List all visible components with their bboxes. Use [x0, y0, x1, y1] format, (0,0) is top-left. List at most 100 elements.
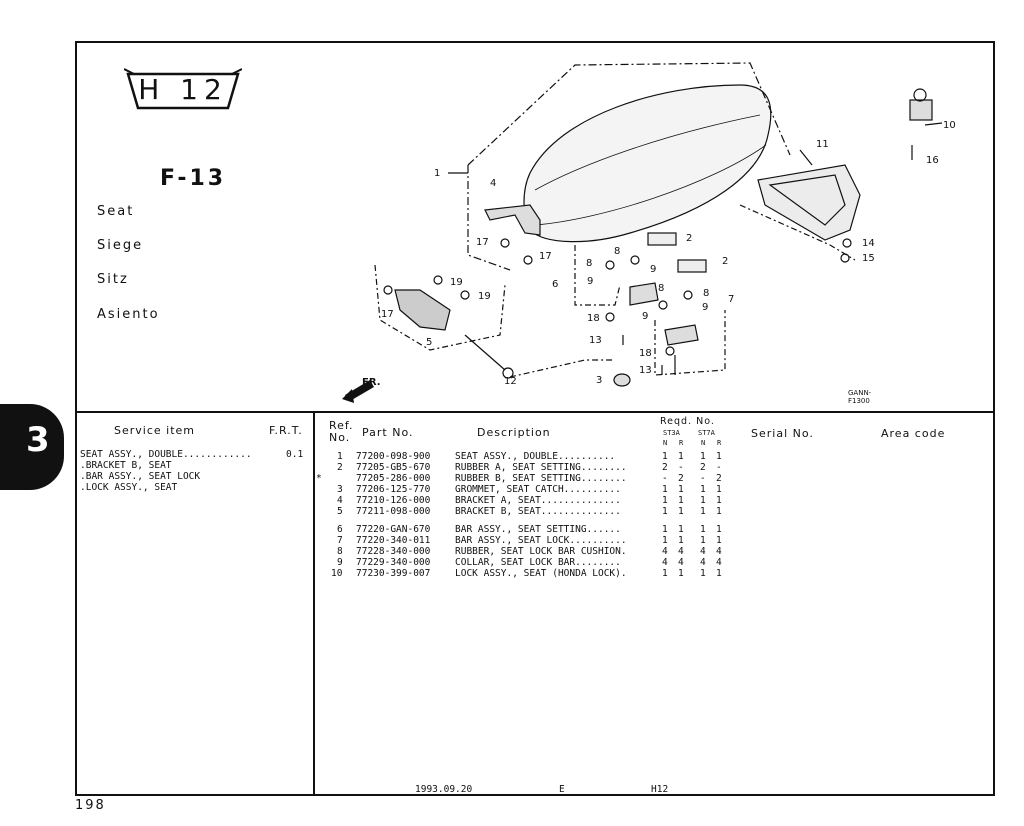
callout: 19	[450, 277, 463, 288]
part-number: 77228-340-000	[356, 546, 431, 557]
part-qty: 4	[678, 557, 684, 568]
part-qty: 1	[662, 506, 668, 517]
part-number: 77229-340-000	[356, 557, 431, 568]
part-qty: 1	[700, 495, 706, 506]
exploded-parts-diagram	[342, 62, 943, 403]
part-number: 77230-399-007	[356, 568, 431, 579]
header-r1: R	[679, 439, 684, 447]
part-qty: 1	[678, 535, 684, 546]
callout: 15	[862, 253, 875, 264]
callout: 8	[614, 246, 621, 257]
part-description: BAR ASSY., SEAT SETTING......	[455, 524, 621, 535]
group-badge-frame	[124, 68, 242, 110]
title-de: Sitz	[97, 272, 129, 287]
table-top-rule	[75, 411, 995, 413]
part-description: BAR ASSY., SEAT LOCK..........	[455, 535, 627, 546]
part-description: BRACKET A, SEAT..............	[455, 495, 621, 506]
callout: 9	[650, 264, 657, 275]
part-qty: 1	[662, 451, 668, 462]
part-qty: 4	[662, 546, 668, 557]
section-tab-number: 3	[26, 420, 50, 460]
section-tab	[0, 404, 64, 490]
service-item: .BRACKET B, SEAT	[80, 460, 172, 471]
callout: 17	[476, 237, 489, 248]
part-number: 77220-GAN-670	[356, 524, 431, 535]
part-description: BRACKET B, SEAT..............	[455, 506, 621, 517]
callout: 8	[703, 288, 710, 299]
part-ref-no: 2	[337, 462, 343, 473]
part-ref-no: 4	[337, 495, 343, 506]
part-qty: 1	[700, 535, 706, 546]
page-frame	[75, 41, 995, 796]
callout: 11	[816, 139, 829, 150]
callout: 18	[587, 313, 600, 324]
part-qty: 1	[700, 568, 706, 579]
part-qty: 2	[716, 473, 722, 484]
header-no: No.	[329, 431, 351, 444]
illustration-code: GANN-F1300	[848, 389, 872, 405]
header-reqd: Reqd. No.	[660, 416, 715, 427]
callout: 9	[587, 276, 594, 287]
part-qty: 2	[662, 462, 668, 473]
callout: 7	[728, 294, 735, 305]
footer-page-code: H12	[651, 784, 669, 795]
callout: 5	[426, 337, 433, 348]
part-qty: 4	[700, 557, 706, 568]
header-serial: Serial No.	[751, 427, 814, 440]
callout: 6	[552, 279, 559, 290]
part-qty: 4	[716, 557, 722, 568]
part-ref-no: 5	[337, 506, 343, 517]
part-qty: 1	[678, 506, 684, 517]
header-frt: F.R.T.	[269, 424, 303, 437]
part-qty: 1	[700, 524, 706, 535]
part-qty: 1	[662, 524, 668, 535]
part-qty: 1	[716, 568, 722, 579]
callout: 4	[490, 178, 497, 189]
part-qty: 1	[716, 506, 722, 517]
header-n1: N	[663, 439, 668, 447]
callout: 8	[658, 283, 665, 294]
title-fr: Siege	[97, 238, 144, 253]
part-qty: 1	[678, 484, 684, 495]
part-qty: 1	[678, 524, 684, 535]
group-badge-text: H 12	[138, 73, 228, 106]
callout: 18	[639, 348, 652, 359]
part-qty: 4	[662, 557, 668, 568]
part-qty: 1	[662, 535, 668, 546]
header-description: Description	[477, 426, 551, 439]
callout: 17	[539, 251, 552, 262]
header-st-b: ST7A	[698, 429, 715, 437]
footer-date: 1993.09.20	[415, 784, 473, 795]
part-qty: 1	[700, 484, 706, 495]
part-description: SEAT ASSY., DOUBLE..........	[455, 451, 616, 462]
service-item: .BAR ASSY., SEAT LOCK	[80, 471, 201, 482]
header-st-a: ST3A	[663, 429, 680, 437]
part-description: RUBBER, SEAT LOCK BAR CUSHION.	[455, 546, 627, 557]
page-number: 198	[75, 798, 106, 813]
header-r2: R	[717, 439, 722, 447]
callout: 19	[478, 291, 491, 302]
part-qty: -	[662, 473, 668, 484]
callout: 3	[596, 375, 603, 386]
part-qty: 1	[700, 451, 706, 462]
part-number: 77210-126-000	[356, 495, 431, 506]
callout: 8	[586, 258, 593, 269]
part-number: 77205-286-000	[356, 473, 431, 484]
part-description: RUBBER A, SEAT SETTING........	[455, 462, 627, 473]
header-n2: N	[701, 439, 706, 447]
part-qty: 4	[716, 546, 722, 557]
callout: 14	[862, 238, 875, 249]
callout: 10	[943, 120, 956, 131]
part-ref-no: 1	[337, 451, 343, 462]
callout: 13	[589, 335, 602, 346]
part-qty: 1	[716, 484, 722, 495]
part-qty: 1	[716, 495, 722, 506]
callout: 16	[926, 155, 939, 166]
part-number: 77200-098-900	[356, 451, 431, 462]
callout: 9	[702, 302, 709, 313]
header-part-no: Part No.	[362, 426, 414, 439]
part-qty: 1	[662, 484, 668, 495]
header-area: Area code	[881, 427, 946, 440]
callout: 2	[722, 256, 729, 267]
part-qty: 1	[662, 568, 668, 579]
